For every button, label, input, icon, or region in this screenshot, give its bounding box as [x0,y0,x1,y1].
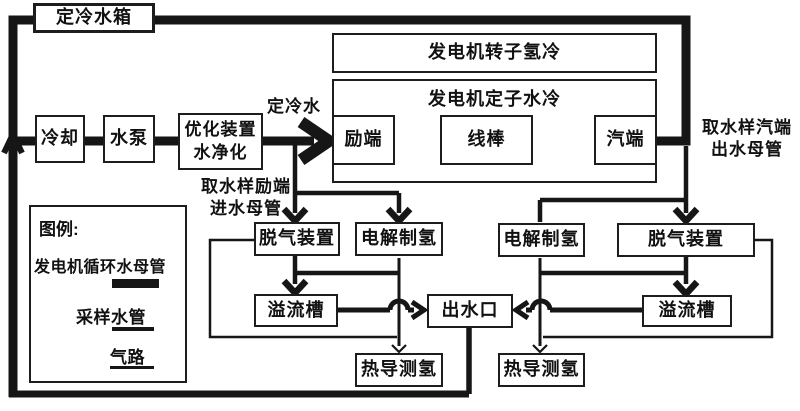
node-excitation-end: 励端 [332,115,395,165]
node-hydrogen-meter-right: 热导测氢 [498,353,585,387]
node-steam-end: 汽端 [594,115,657,165]
node-wire-bar: 线棒 [440,115,533,165]
node-cold-water-tank: 定冷水箱 [33,3,155,33]
legend-item-gas-path: 气路 [110,348,145,367]
node-electrolyzer-right: 电解制氢 [498,223,585,257]
node-cooler: 冷却 [35,115,85,163]
node-purifier: 优化装置 水净化 [178,113,263,170]
medium-line-sample [112,327,154,331]
legend-title: 图例: [39,220,79,239]
thick-line-sample [112,279,159,288]
legend: 图例: 发电机循环水母管 采样水管 气路 [29,205,187,383]
node-degasser-right: 脱气装置 [617,223,755,257]
gas-lines [208,238,774,346]
return-up-arrow [1,126,25,155]
node-overflow-tank-left: 溢流槽 [254,294,338,327]
node-overflow-tank-right: 溢流槽 [642,295,732,327]
node-rotor-hydrogen-cooling: 发电机转子氢冷 [332,33,657,73]
sampling-water-lines [292,145,689,284]
legend-item-circulating-manifold: 发电机循环水母管 [34,259,167,276]
main-flow-arrow [297,117,340,165]
node-water-pump: 水泵 [103,115,155,163]
node-water-outlet: 出水口 [427,294,513,328]
node-degasser-left: 脱气装置 [254,222,340,256]
flow-arrowheads [1,117,700,354]
label-cold-water: 定冷水 [267,97,321,116]
node-hydrogen-meter-left: 热导测氢 [355,353,443,387]
label-sample-outlet-manifold: 取水样汽端 出水母管 [702,118,792,160]
legend-item-sampling-pipe: 采样水管 [76,308,146,327]
thin-line-sample [110,366,154,369]
node-electrolyzer-left: 电解制氢 [355,222,443,256]
label-sample-inlet-manifold: 取水样励端 进水母管 [201,177,291,219]
